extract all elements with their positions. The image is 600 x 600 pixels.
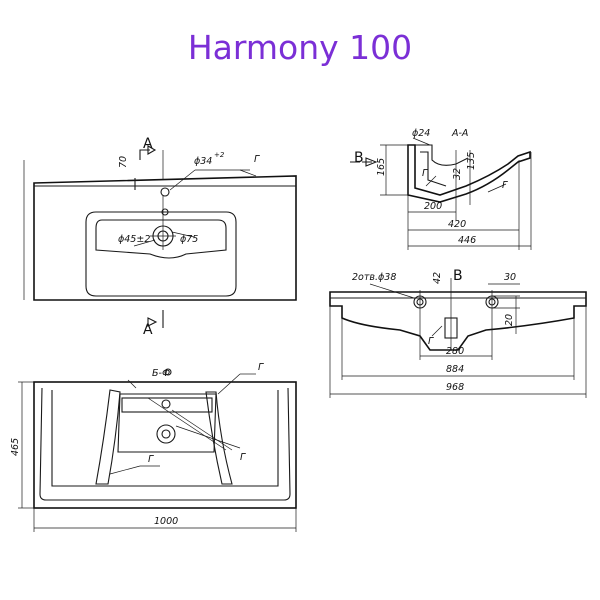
detail-g-label-front: Г (254, 154, 260, 165)
rear-view: 2отв.ϕ38 42 B 30 20 Г 280 884 968 (329, 268, 587, 398)
detail-g-label-top-3: Г (148, 454, 154, 465)
view-b-label-side: B (354, 150, 364, 166)
view-b-label-rear: B (453, 268, 463, 284)
view-b-mark: Б-Ф (152, 368, 170, 379)
dim-d34: ϕ34 (194, 156, 212, 167)
dim-135: 135 (466, 152, 477, 170)
dim-465: 465 (10, 438, 21, 456)
dim-1000: 1000 (154, 516, 178, 527)
dim-32: 32 (452, 168, 463, 180)
dim-884: 884 (446, 364, 464, 375)
dim-200: 200 (424, 201, 442, 212)
dim-420: 420 (448, 219, 466, 230)
dim-d24: ϕ24 (412, 128, 430, 139)
detail-g-label-side-2: Г (502, 180, 508, 191)
dim-30: 30 (504, 272, 516, 283)
page-title: Harmony 100 (187, 28, 413, 67)
dim-d75: ϕ75 (180, 234, 198, 245)
detail-g-label-top-1: Г (258, 362, 264, 373)
dim-d45: ϕ45±2 (118, 234, 150, 245)
detail-g-label-top-2: Г (240, 452, 246, 463)
dim-70: 70 (118, 156, 129, 168)
section-a-top-label: A (143, 136, 153, 152)
dim-20: 20 (504, 314, 515, 326)
top-view: 465 1000 Б-Ф Г Г Г (10, 362, 297, 532)
dim-42: 42 (432, 272, 443, 284)
detail-g-label-rear: Г (428, 336, 434, 347)
dim-d34-tolerance: +2 (214, 151, 225, 159)
front-view: A A 70 ϕ34 +2 Г ϕ45±2 ϕ75 (23, 136, 297, 338)
section-aa-view: B ϕ24 A-A 165 32 135 Г Г 200 420 446 (350, 128, 532, 250)
section-a-bottom-label: A (143, 322, 153, 338)
section-aa-label: A-A (451, 128, 468, 139)
dim-968: 968 (446, 382, 464, 393)
dim-280: 280 (446, 346, 464, 357)
dim-165: 165 (376, 158, 387, 176)
dim-446: 446 (458, 235, 476, 246)
dim-holes: 2отв.ϕ38 (352, 272, 396, 283)
detail-g-label-side-1: Г (422, 168, 428, 179)
